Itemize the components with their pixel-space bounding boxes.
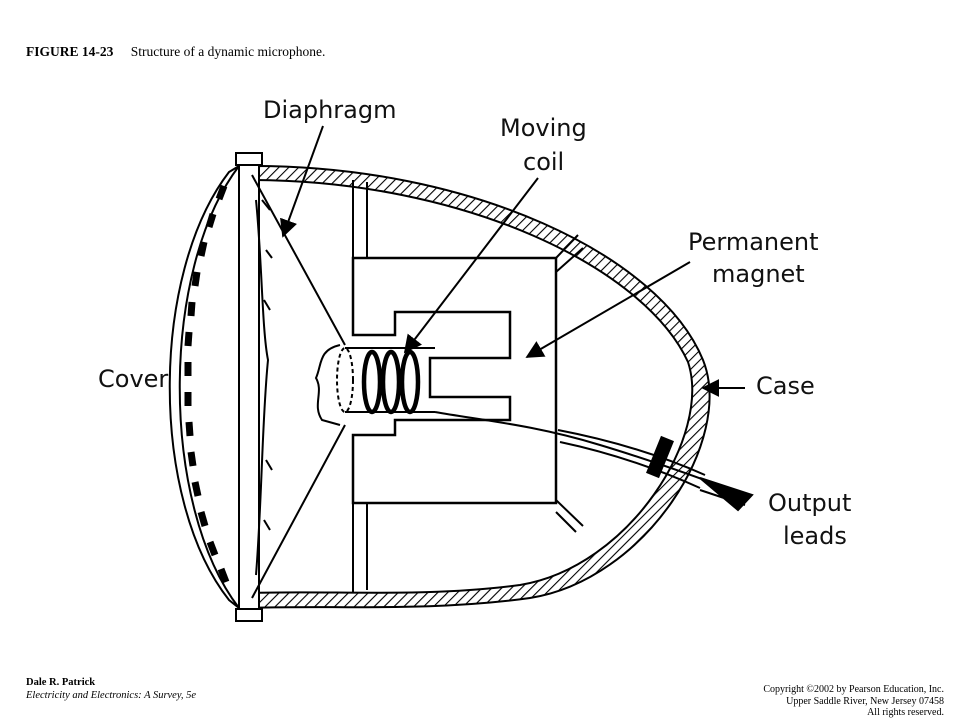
arrow-moving-coil xyxy=(403,177,539,354)
output-leads-arrow xyxy=(699,477,754,512)
label-case: Case xyxy=(756,372,815,400)
moving-coil xyxy=(336,347,435,415)
diaphragm-cone xyxy=(251,174,346,599)
copyright-line-2: Upper Saddle River, New Jersey 07458 xyxy=(786,695,944,707)
label-permanent-magnet-line2: magnet xyxy=(712,260,805,288)
rim-cap-bottom xyxy=(235,608,263,622)
permanent-magnet xyxy=(351,256,558,505)
label-moving-coil-line2: coil xyxy=(523,148,564,176)
cover-perforations xyxy=(184,184,230,584)
arrow-diaphragm xyxy=(280,125,324,238)
lead-grommet xyxy=(646,435,674,479)
footer-copyright: Copyright ©2002 by Pearson Education, In… xyxy=(763,684,944,719)
cover-grille xyxy=(168,165,240,609)
label-output-leads-line1: Output xyxy=(768,489,851,517)
internal-supports xyxy=(352,180,584,592)
front-rim xyxy=(238,152,260,622)
arrow-permanent-magnet xyxy=(525,261,691,358)
label-moving-coil-line1: Moving xyxy=(500,114,587,142)
figure-caption: FIGURE 14-23 Structure of a dynamic micr… xyxy=(26,44,325,60)
copyright-line-1: Copyright ©2002 by Pearson Education, In… xyxy=(763,684,944,695)
footer-author-block: Dale R. Patrick Electricity and Electron… xyxy=(26,676,196,702)
label-cover: Cover xyxy=(98,365,168,393)
copyright-line-3: All rights reserved. xyxy=(867,707,944,718)
leader-arrows xyxy=(280,125,745,397)
rim-cap-top xyxy=(235,152,263,166)
footer-author: Dale R. Patrick xyxy=(26,677,96,688)
label-output-leads-line2: leads xyxy=(783,522,847,550)
label-diaphragm: Diaphragm xyxy=(263,96,397,124)
figure-number: FIGURE 14-23 xyxy=(26,44,114,59)
footer-book-title: Electricity and Electronics: A Survey, 5… xyxy=(26,690,197,701)
figure-title: Structure of a dynamic microphone. xyxy=(130,44,326,59)
label-permanent-magnet-line1: Permanent xyxy=(688,228,819,256)
